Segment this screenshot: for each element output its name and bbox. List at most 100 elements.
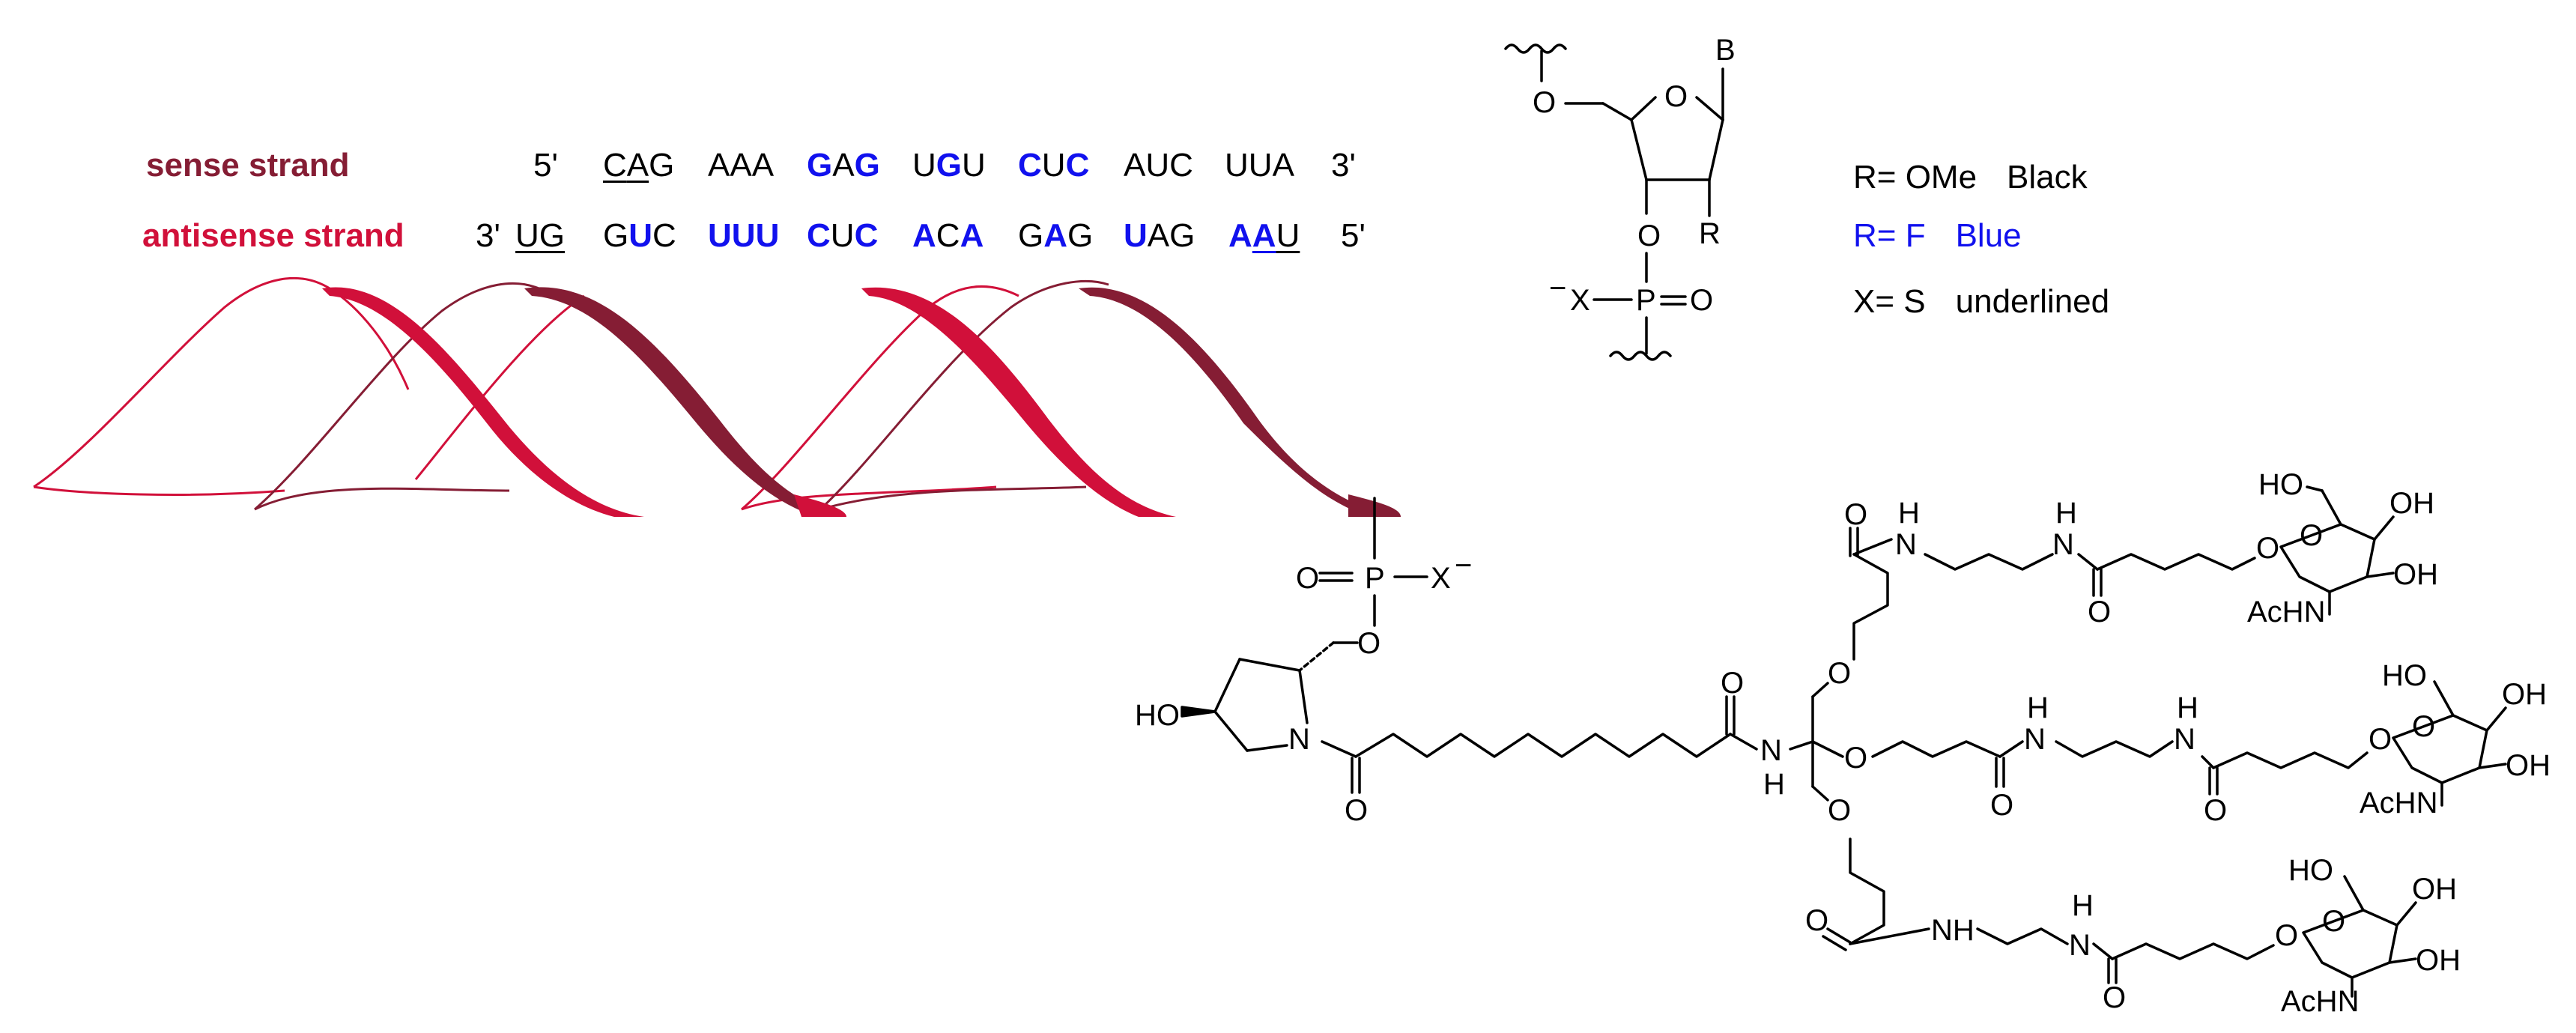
sense-nucleotide: G xyxy=(807,147,833,184)
conj-low-ring-o: O xyxy=(2322,905,2345,938)
pyrrolidine-c2-c3 xyxy=(1238,658,1301,672)
lower-arm-nh-co xyxy=(2092,942,2114,960)
antisense-nucleotide: A xyxy=(960,217,984,254)
sense-codon-1: CAG xyxy=(603,147,674,184)
sense-nucleotide: A xyxy=(1124,147,1146,184)
antisense-nucleotide: U xyxy=(731,217,756,254)
sense-nucleotide: G xyxy=(649,147,675,184)
legend-x-s-rhs: underlined xyxy=(1955,283,2110,320)
conj-p: P xyxy=(1365,562,1385,595)
middle-galnac-ch2 xyxy=(2433,680,2455,717)
sense-codon-5: CUC xyxy=(1018,147,1089,184)
conj-upper-co2-o: O xyxy=(2088,596,2111,628)
conj-mid-achn: AcHN xyxy=(2360,787,2437,820)
conj-low-n2: N xyxy=(2069,929,2091,962)
bond-nh-quatc xyxy=(1789,740,1814,751)
nuc-o-dbl-label: O xyxy=(1690,284,1713,317)
sense-nucleotide: C xyxy=(1018,147,1042,184)
conj-low-co-o: O xyxy=(1805,904,1828,937)
legend-r-ome-lhs: R= OMe xyxy=(1853,159,1978,196)
antisense-codon-6: GAG xyxy=(1018,217,1093,255)
sense-nucleotide: G xyxy=(936,147,963,184)
sense-nucleotide: A xyxy=(1272,147,1294,184)
legend-r-ome: R= OMe Black xyxy=(1853,159,2088,196)
conj-mid-oh1: OH xyxy=(2502,678,2547,711)
wavy-bond-bottom xyxy=(1609,351,1672,361)
conj-upper-h2: H xyxy=(2055,497,2077,530)
conj-amide-o: O xyxy=(1721,667,1744,700)
ribbon-tip-antisense xyxy=(794,494,846,517)
conj-low-oh2: OH xyxy=(2416,944,2461,977)
sense-codon-7: UUA xyxy=(1225,147,1294,184)
sense-ribbon-1 xyxy=(524,287,846,517)
pyrrolidine-c5-n xyxy=(1246,744,1288,752)
conj-low-achn: AcHN xyxy=(2281,985,2359,1018)
antisense-codon-5: ACA xyxy=(912,217,984,255)
sense-nucleotide: U xyxy=(912,147,936,184)
bond-co-nh xyxy=(1729,733,1758,751)
upper-galnac-c4-oh xyxy=(2373,515,2395,541)
ring-o-c1 xyxy=(1695,96,1724,121)
conj-ether-o-up: O xyxy=(1828,657,1851,690)
conj-o-link: O xyxy=(1357,627,1381,660)
middle-arm-propyl xyxy=(2055,740,2174,758)
antisense-nucleotide: G xyxy=(539,217,566,254)
upper-arm-propyl xyxy=(1924,553,2054,571)
antisense-back-2 xyxy=(33,485,285,496)
antisense-nucleotide: C xyxy=(807,217,831,254)
middle-arm-nh-co xyxy=(2201,755,2215,769)
middle-galnac-c4-oh xyxy=(2485,706,2507,732)
antisense-nucleotide: G xyxy=(603,217,629,254)
bond-ch2-c4 xyxy=(1601,102,1633,121)
nuc-ring-o-label: O xyxy=(1664,80,1688,113)
sense-codon-2: AAA xyxy=(708,147,774,184)
conj-upper-n1: N xyxy=(1895,528,1917,561)
legend-r-f-rhs: Blue xyxy=(1955,217,2022,254)
conj-upper-h1: H xyxy=(1898,497,1920,530)
legend-x-s: X= S underlined xyxy=(1853,283,2109,321)
conj-n-pyrrolidine: N xyxy=(1288,723,1310,756)
upper-arm-pentyl xyxy=(2096,553,2256,571)
conj-h-central: H xyxy=(1763,768,1785,801)
sense-strand-label: sense strand xyxy=(146,147,350,184)
lower-arm-co-b xyxy=(1822,935,1847,951)
conj-low-ho: HO xyxy=(2288,854,2333,887)
antisense-nucleotide: U xyxy=(1276,217,1300,254)
legend-x-s-lhs: X= S xyxy=(1853,283,1926,320)
conj-low-nh: NH xyxy=(1931,914,1975,947)
sense-nucleotide: C xyxy=(1065,147,1090,184)
conj-upper-ho: HO xyxy=(2258,468,2303,501)
branch-up-o xyxy=(1811,682,1829,698)
antisense-nucleotide: A xyxy=(1147,217,1170,254)
middle-galnac-c3-oh xyxy=(2478,763,2507,769)
middle-galnac-ring xyxy=(2392,714,2488,784)
sense-nucleotide: A xyxy=(751,147,775,184)
conj-low-o-glyc: O xyxy=(2275,919,2298,952)
lower-galnac-c3-oh xyxy=(2388,957,2417,964)
upper-galnac-ring xyxy=(2279,523,2376,593)
lower-arm-c-nh xyxy=(1849,927,1930,945)
ring-c1-c2 xyxy=(1708,118,1724,181)
sense-nucleotide: A xyxy=(832,147,855,184)
conj-mid-ring-o: O xyxy=(2412,710,2435,743)
wavy-bond-top xyxy=(1504,43,1567,54)
sense-nucleotide: C xyxy=(1169,147,1193,184)
antisense-back-1 xyxy=(33,276,410,488)
lower-galnac-ring xyxy=(2302,909,2398,979)
antisense-back-5 xyxy=(414,294,585,480)
sense-codon-4: UGU xyxy=(912,147,986,184)
helix-front-strands xyxy=(322,287,1401,517)
conj-mid-n1: N xyxy=(2024,723,2046,756)
conj-o-dbl: O xyxy=(1296,562,1319,595)
antisense-nucleotide: A xyxy=(912,217,936,254)
legend-r-ome-rhs: Black xyxy=(2007,159,2088,196)
middle-arm-c-nh xyxy=(1998,740,2024,758)
upper-galnac-c3-oh xyxy=(2366,572,2395,578)
ring-c4-o xyxy=(1630,96,1657,121)
branch-down-o xyxy=(1811,785,1829,802)
